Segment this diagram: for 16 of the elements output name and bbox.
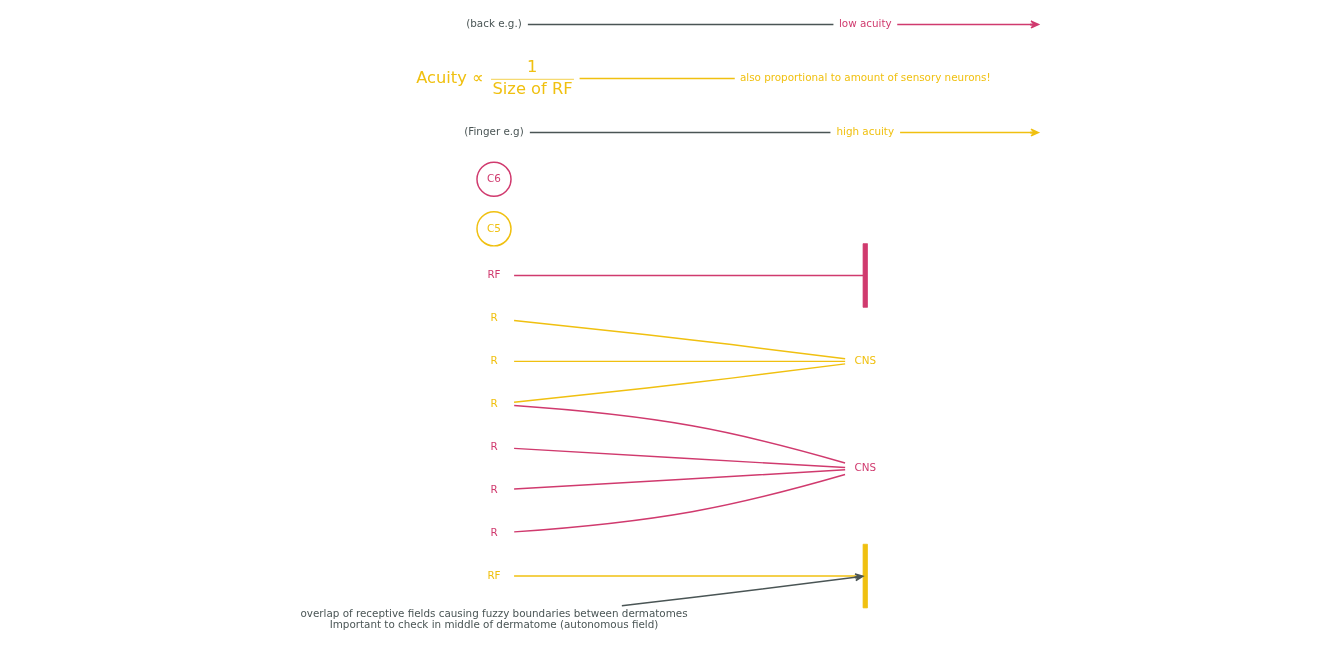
node-text: R [489,482,498,495]
node-text: R [489,397,498,410]
node-text: R [489,525,498,538]
node-text: also proportional to amount of sensory neurons! [739,71,991,84]
node-text: CNS [853,461,876,474]
node-text: RF [486,268,501,281]
node-text: low acuity [838,17,892,30]
node-text: RF [486,568,501,581]
node-text: (back e.g.) [465,17,522,30]
node-text: R [489,311,498,324]
node-text: R [489,354,498,367]
node-text: overlap of receptive fields causing fuzzy boundaries between dermatomes Important to check in middle of dermatome (autonomous field) [299,606,688,631]
node-text: CNS [853,354,876,367]
node-text: high acuity [835,125,894,138]
node-text: (Finger e.g) [463,125,524,138]
node-text: R [489,439,498,452]
